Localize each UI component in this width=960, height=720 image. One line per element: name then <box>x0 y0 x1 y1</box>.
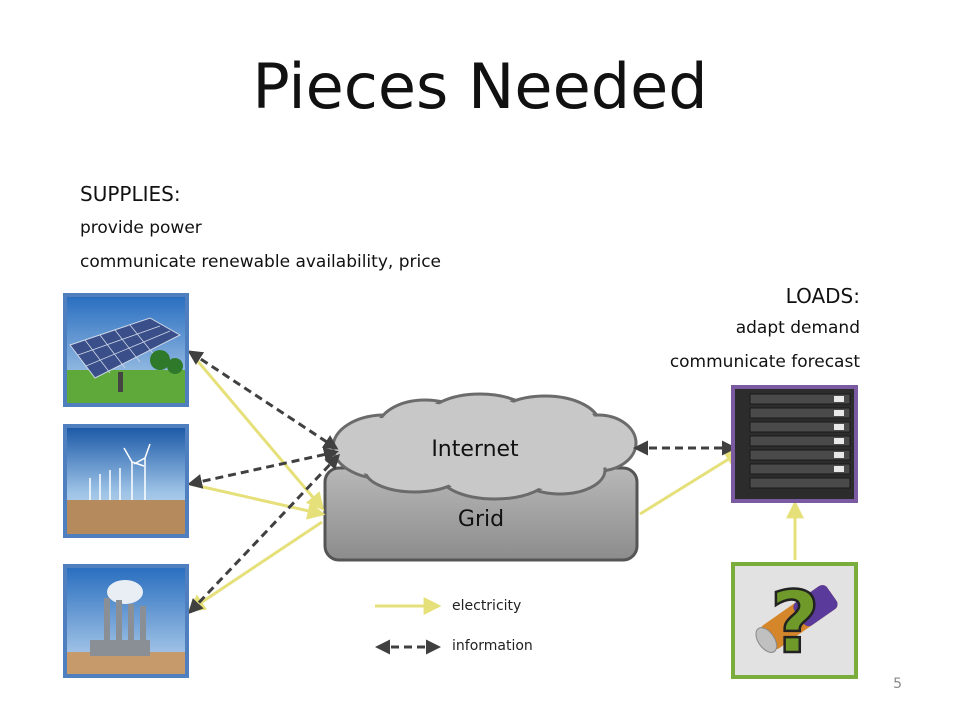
svg-text:?: ? <box>770 573 820 673</box>
internet-cloud: Internet <box>331 392 638 501</box>
loads-item-forecast: communicate forecast <box>669 352 860 372</box>
electricity-line-servers <box>639 450 744 516</box>
legend-information-label: information <box>452 638 533 654</box>
information-line-solar <box>187 350 339 450</box>
information-line-plant <box>187 453 341 615</box>
electricity-line-wind <box>189 482 326 520</box>
supplies-item-power: provide power <box>80 218 202 238</box>
solar-panel-photo <box>63 293 189 407</box>
electricity-line-solar <box>188 351 325 511</box>
page-number: 5 <box>893 676 902 692</box>
loads-item-adapt: adapt demand <box>735 318 860 338</box>
legend <box>375 597 442 655</box>
battery-question-photo: ? <box>731 562 858 679</box>
grid-label: Grid <box>458 507 504 532</box>
supplies-item-communicate: communicate renewable availability, pric… <box>80 252 442 272</box>
loads-heading: LOADS: <box>785 284 860 308</box>
information-lines <box>187 350 737 615</box>
electricity-line-plant <box>187 520 323 612</box>
wind-turbine-photo <box>63 424 189 538</box>
internet-label: Internet <box>431 437 519 462</box>
supplies-heading: SUPPLIES: <box>80 182 181 206</box>
power-plant-photo <box>63 564 189 678</box>
page-title: Pieces Needed <box>252 50 708 123</box>
legend-electricity-label: electricity <box>452 598 522 614</box>
information-line-wind <box>187 447 339 489</box>
server-rack-photo <box>731 385 858 503</box>
